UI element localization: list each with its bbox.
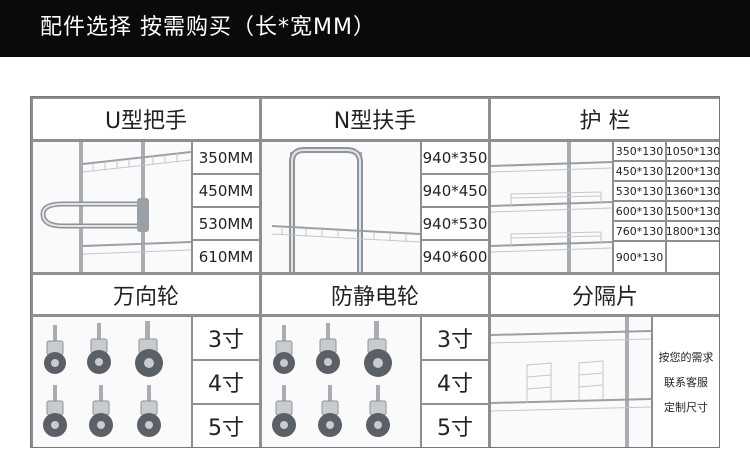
n-handle-size-450[interactable]: 940*450 — [422, 175, 488, 206]
n-handle-size-530[interactable]: 940*530 — [422, 208, 488, 239]
guardrail-header: 护 栏 — [491, 99, 719, 139]
swivel-caster-size-4[interactable]: 4寸 — [193, 361, 259, 403]
u-handle-size-450[interactable]: 450MM — [193, 175, 259, 206]
guardrail-size-760[interactable]: 760*130 — [614, 222, 665, 240]
divider-custom-note: 按您的需求 联系客服 定制尺寸 — [653, 317, 719, 447]
static-caster-image — [262, 317, 420, 447]
static-caster-size-4[interactable]: 4寸 — [422, 361, 488, 403]
u-handle-size-350[interactable]: 350MM — [193, 142, 259, 173]
guardrail-size-900[interactable]: 900*130 — [614, 242, 665, 272]
swivel-caster-header: 万向轮 — [33, 275, 259, 314]
u-handle-size-530[interactable]: 530MM — [193, 208, 259, 239]
divider-note-line-2: 联系客服 — [664, 375, 708, 389]
static-caster-size-5[interactable]: 5寸 — [422, 405, 488, 447]
guardrail-size-530[interactable]: 530*130 — [614, 182, 665, 200]
guardrail-size-1500[interactable]: 1500*130 — [667, 202, 719, 220]
static-caster-size-3[interactable]: 3寸 — [422, 317, 488, 359]
u-handle-header: U型把手 — [33, 99, 259, 139]
guardrail-empty-cell — [667, 242, 719, 272]
guardrail-size-1800[interactable]: 1800*130 — [667, 222, 719, 240]
n-handle-size-350[interactable]: 940*350 — [422, 142, 488, 173]
guardrail-size-1360[interactable]: 1360*130 — [667, 182, 719, 200]
swivel-caster-size-3[interactable]: 3寸 — [193, 317, 259, 359]
guardrail-image — [491, 142, 612, 272]
n-handle-size-600[interactable]: 940*600 — [422, 241, 488, 272]
swivel-caster-size-5[interactable]: 5寸 — [193, 405, 259, 447]
guardrail-size-1200[interactable]: 1200*130 — [667, 162, 719, 180]
divider-note-line-3: 定制尺寸 — [664, 400, 708, 414]
guardrail-size-450[interactable]: 450*130 — [614, 162, 665, 180]
n-handle-image — [262, 142, 420, 272]
n-handle-header: N型扶手 — [262, 99, 488, 139]
accessory-table: U型把手 N型扶手 护 栏 350MM 450MM 530MM 610MM — [30, 96, 720, 448]
divider-image — [491, 317, 651, 447]
u-handle-image — [33, 142, 191, 272]
swivel-caster-image — [33, 317, 191, 447]
divider-note-line-1: 按您的需求 — [658, 350, 714, 364]
guardrail-size-1050[interactable]: 1050*130 — [667, 142, 719, 160]
divider-header: 分隔片 — [491, 275, 719, 314]
header-bar: 配件选择 按需购买（长*宽MM） — [0, 0, 750, 57]
static-caster-header: 防静电轮 — [262, 275, 488, 314]
page-title: 配件选择 按需购买（长*宽MM） — [40, 15, 376, 40]
guardrail-size-600[interactable]: 600*130 — [614, 202, 665, 220]
guardrail-size-350[interactable]: 350*130 — [614, 142, 665, 160]
u-handle-size-610[interactable]: 610MM — [193, 241, 259, 272]
